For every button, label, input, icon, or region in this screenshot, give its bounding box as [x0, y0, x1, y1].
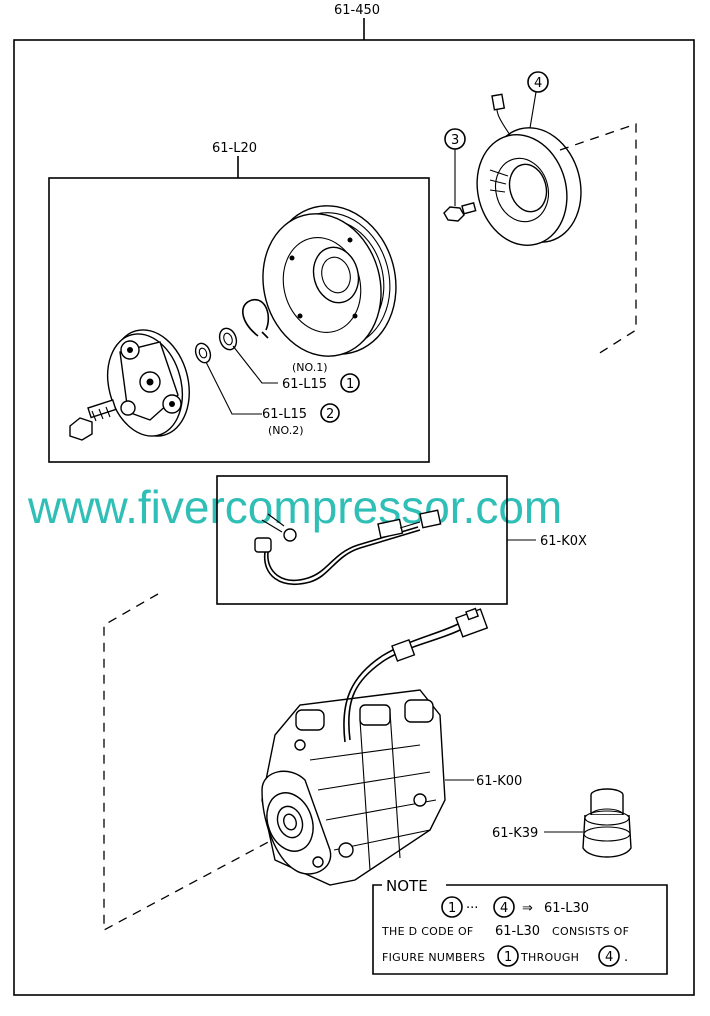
outer-frame	[13, 39, 695, 996]
fitting-drawing	[582, 788, 632, 858]
fig2-number: 2	[326, 407, 334, 422]
note-assembly: 61-L30	[544, 901, 589, 916]
shim-2-drawing	[194, 342, 212, 364]
fig1-number: 1	[346, 377, 354, 392]
note-arrow: ⇒	[522, 901, 533, 916]
note-line3-fig1: 1	[504, 950, 512, 965]
compressor-drawing	[261, 607, 489, 886]
note-line2-code: 61-L30	[495, 924, 540, 939]
shim-1-leader	[232, 345, 278, 384]
shim-1-drawing	[218, 327, 238, 351]
note-line3-fig1-circle	[497, 945, 519, 967]
note-line3-end: .	[624, 950, 628, 965]
note-fig4-circle	[493, 896, 515, 918]
wire-harness-drawing	[254, 509, 442, 585]
note-line3-a: FIGURE NUMBERS	[382, 951, 485, 964]
watermark-text: www.fivercompressor.com	[27, 481, 562, 533]
note-line2-b: CONSISTS OF	[552, 925, 629, 938]
note-fig1-circle	[441, 896, 463, 918]
center-bolt-drawing	[69, 399, 117, 441]
pressure-plate-drawing	[107, 329, 190, 437]
note-fig1: 1	[448, 901, 456, 916]
label-no2: (NO.2)	[268, 424, 304, 437]
shim-2-hole	[198, 347, 208, 359]
pulley-group-box	[48, 177, 430, 463]
fig1-circle	[340, 373, 360, 393]
note-line2-a: THE D CODE OF	[381, 925, 474, 938]
note-fig4: 4	[500, 901, 508, 916]
screw-drawing	[443, 202, 477, 222]
fig3-number: 3	[451, 133, 459, 148]
label-61-L20: 61-L20	[212, 141, 257, 156]
fig4-number: 4	[534, 76, 542, 91]
note-box	[372, 884, 668, 975]
label-no1: (NO.1)	[292, 361, 328, 374]
label-61-K0X: 61-K0X	[540, 534, 587, 549]
fig4-leader	[529, 91, 537, 129]
note-heading: NOTE	[386, 877, 428, 895]
note-line3-fig4-circle	[598, 945, 620, 967]
shim-1-hole	[223, 332, 233, 346]
label-61-K00: 61-K00	[476, 774, 522, 789]
shim-2-leader	[205, 361, 262, 415]
label-61-K39: 61-K39	[492, 826, 538, 841]
note-line3-b: THROUGH	[520, 951, 579, 964]
snap-ring-drawing	[242, 299, 270, 339]
fig4-circle	[527, 71, 549, 93]
note-line3-fig4: 4	[605, 950, 613, 965]
label-61-L15-no2: 61-L15	[262, 407, 307, 422]
compressor-dashed-guide	[103, 593, 273, 932]
fig2-circle	[320, 403, 340, 423]
label-61-450: 61-450	[334, 3, 380, 18]
coil-dashed-guide	[559, 123, 637, 357]
field-coil-drawing	[476, 93, 582, 246]
note-ellipsis: ···	[466, 901, 478, 916]
pulley-drawing	[262, 205, 397, 357]
label-61-L15-no1: 61-L15	[282, 377, 327, 392]
